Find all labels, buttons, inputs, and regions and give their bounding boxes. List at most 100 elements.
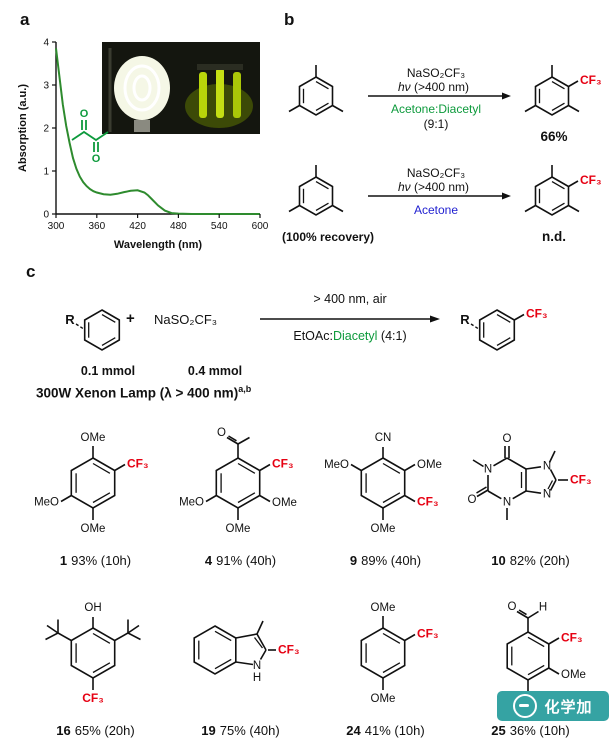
product-structure: CF₃ <box>524 165 602 216</box>
x-tick-label: 540 <box>211 221 228 232</box>
ome-label: OMe <box>371 523 396 535</box>
r-group-label: R <box>65 312 75 327</box>
watermark-text: 化学加 <box>544 698 593 716</box>
panel-b-label: b <box>284 10 295 29</box>
carbonyl-o-label: O <box>508 601 517 613</box>
compound-yield: 93% (10h) <box>71 553 132 568</box>
mesitylene-structure <box>288 165 344 216</box>
ome-label: OMe <box>417 459 442 471</box>
ome-label: OMe <box>81 432 106 444</box>
meo-label: MeO <box>324 459 349 471</box>
benzene-ring <box>193 625 237 675</box>
plus-sign: + <box>126 310 135 327</box>
panel-b: b NaSO₂CF₃ hν (>400 nm) Acetone:Diacetyl… <box>276 6 614 258</box>
arrowhead-icon <box>502 92 511 100</box>
carbonyl-o-label: O <box>80 108 89 120</box>
benzene-ring <box>506 631 550 681</box>
meo-label: MeO <box>34 497 59 509</box>
benzene-ring <box>298 176 334 216</box>
y-tick-label: 4 <box>43 38 49 49</box>
cf3-label: CF₃ <box>127 457 149 471</box>
y-tick-label: 1 <box>43 167 49 178</box>
acetyl-group: O <box>217 427 250 458</box>
carbonyl-o-label: O <box>92 153 101 165</box>
reaction-tube <box>216 68 224 118</box>
r-group-label: R <box>460 312 470 327</box>
cf3-label: CF₃ <box>580 173 602 187</box>
reagent-label: NaSO₂CF₃ <box>407 66 465 80</box>
compound-yield: 89% (40h) <box>361 553 422 568</box>
lamp-heading-text: 300W Xenon Lamp (λ > 400 nm) <box>36 385 239 401</box>
solvent-pre: EtOAc: <box>293 329 333 343</box>
compound-number: 16 <box>56 723 71 738</box>
wavelength-label: (>400 nm) <box>414 180 469 194</box>
cfl-spiral <box>123 64 161 112</box>
carbonyl-o-label: O <box>217 427 226 439</box>
carbonyl-o-label: O <box>468 494 477 506</box>
tert-butyl-group <box>45 619 72 642</box>
aldehyde-group: O H <box>508 601 547 632</box>
cf3-label: CF₃ <box>570 473 592 487</box>
hv-label: hν <box>398 180 411 194</box>
x-tick-label: 360 <box>88 221 105 232</box>
solvent-label: Acetone:Diacetyl <box>391 102 481 116</box>
compound-number: 19 <box>201 723 216 738</box>
substrate-amount: 0.1 mmol <box>80 364 136 378</box>
condition-bottom: EtOAc:Diacetyl (4:1) <box>258 329 442 343</box>
ome-label: OMe <box>561 669 586 681</box>
x-axis-label: Wavelength (nm) <box>114 239 203 251</box>
benzene-ring <box>360 457 406 509</box>
variable-bond <box>470 323 480 331</box>
cf3-label: CF₃ <box>278 643 300 657</box>
substrate-structure: R <box>65 309 121 351</box>
structure-9: CN MeO OMe CF₃ OMe <box>324 432 442 535</box>
purine-ring: O N O N N N CF₃ <box>468 433 592 520</box>
compound-number: 1 <box>59 553 68 568</box>
n1-label: N <box>484 464 492 476</box>
solvent-label: Acetone <box>414 203 458 217</box>
tube-rack <box>197 64 243 70</box>
arrowhead-icon <box>502 192 511 200</box>
mesitylene-structure <box>288 65 344 116</box>
x-tick-label: 600 <box>252 221 268 232</box>
reaction-arrow-svg <box>260 315 440 323</box>
nh-n-label: N <box>253 660 261 672</box>
heading-footnote-marker: a,b <box>238 384 252 394</box>
cf3-label: CF₃ <box>580 73 602 87</box>
solvent-ratio: (4:1) <box>380 329 407 343</box>
structure-19: N H CF₃ <box>193 620 300 684</box>
methyl-bond <box>256 620 264 635</box>
reaction-2: NaSO₂CF₃ hν (>400 nm) Acetone CF₃ (100% … <box>282 165 602 244</box>
aldehyde-h-label: H <box>539 602 547 614</box>
benzene-ring <box>534 176 570 216</box>
compound-number: 10 <box>491 553 506 568</box>
ratio-label: (9:1) <box>424 117 449 131</box>
benzene-ring <box>478 309 516 351</box>
diacetyl-skeleton <box>71 130 109 142</box>
panel-c: c R + NaSO₂CF₃ > 400 nm, air EtOAc:Diace… <box>8 260 608 738</box>
hv-label: hν <box>398 80 411 94</box>
benzene-ring <box>83 309 121 351</box>
product-structure: CF₃ <box>524 65 602 116</box>
structure-10: O N O N N N CF₃ <box>468 433 592 520</box>
oh-label: OH <box>84 602 101 614</box>
compound-yield: 82% (20h) <box>509 553 570 568</box>
absorption-curve <box>55 48 260 215</box>
product-structure: R CF₃ <box>460 307 548 351</box>
cfl-spiral-inner <box>132 74 152 102</box>
reagent-label: NaSO₂CF₃ <box>154 312 218 327</box>
benzene-ring <box>534 76 570 116</box>
result-label: n.d. <box>542 229 566 244</box>
structure-4: O CF₃ MeO OMe OMe <box>179 427 297 535</box>
wavelength-label: (>400 nm) <box>414 80 469 94</box>
condition-top: > 400 nm, air <box>313 292 387 306</box>
reaction-tube <box>199 72 207 118</box>
benzene-ring <box>70 457 116 509</box>
